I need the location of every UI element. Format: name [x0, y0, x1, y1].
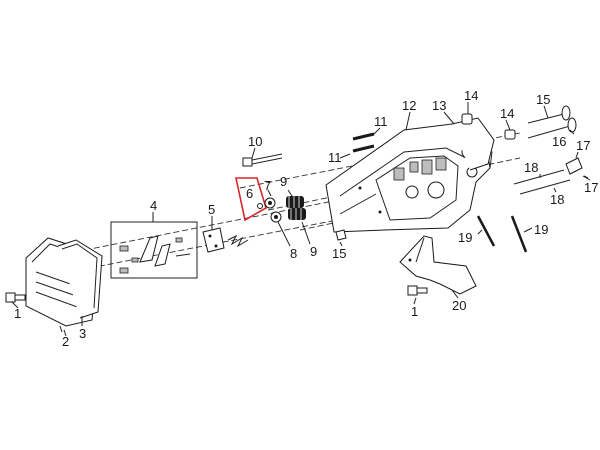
- bracket-part-20: [399, 235, 477, 295]
- callout-14-upper: 14: [464, 88, 478, 103]
- callout-11-upper: 11: [374, 114, 388, 129]
- callout-17-lower: 17: [584, 180, 598, 195]
- push-rod-part-18: [513, 169, 571, 195]
- lifter-part-17: [565, 157, 591, 181]
- stud-part-11-lower: [352, 144, 375, 153]
- callout-19-right: 19: [534, 222, 548, 237]
- nut-part-15: [335, 229, 347, 241]
- callout-8: 8: [290, 246, 297, 261]
- callout-4: 4: [150, 198, 157, 213]
- retainer-part-8: [270, 211, 282, 223]
- stud-part-19-right: [510, 215, 528, 253]
- callout-9-lower: 9: [310, 244, 317, 259]
- plate-part-5: [202, 227, 225, 253]
- callout-2: 2: [62, 334, 69, 349]
- callout-19-left: 19: [458, 230, 472, 245]
- bolt-part-1-left: [5, 292, 26, 303]
- zigzag-break-line: [227, 234, 249, 248]
- callout-labels: 1 1 2 3 4 5 6 7 8 9 9 10 11 11 12 13 14 …: [14, 88, 598, 349]
- callout-1-left: 1: [14, 306, 21, 321]
- callout-13: 13: [432, 98, 446, 113]
- bolt-part-1-right: [407, 285, 428, 296]
- callout-15-lower: 15: [332, 246, 346, 261]
- callout-18-upper: 18: [524, 160, 538, 175]
- callout-5: 5: [208, 202, 215, 217]
- small-cap-part-6: [257, 203, 263, 209]
- callout-12: 12: [402, 98, 416, 113]
- callout-11-lower: 11: [328, 150, 342, 165]
- callout-3: 3: [79, 326, 86, 341]
- callout-20: 20: [452, 298, 466, 313]
- stud-bolt-part-10: [242, 153, 283, 167]
- valve-spring-part-9-upper: [286, 196, 304, 208]
- gasket-part-3: [57, 239, 103, 319]
- callout-1-right: 1: [411, 304, 418, 319]
- callout-10: 10: [248, 134, 262, 149]
- stud-part-11-upper: [352, 132, 375, 141]
- highlight-box-part-6: [235, 177, 267, 222]
- callout-16: 16: [552, 134, 566, 149]
- rocker-box-part-4: [110, 221, 198, 279]
- callout-6: 6: [246, 186, 253, 201]
- callout-15-upper: 15: [536, 92, 550, 107]
- stud-part-19-left: [476, 215, 496, 247]
- valve-part-15-long: [527, 105, 571, 124]
- callout-17-upper: 17: [576, 138, 590, 153]
- retainer-part-7: [264, 197, 276, 209]
- dowel-part-14-lower: [504, 129, 516, 140]
- callout-7: 7: [264, 178, 271, 193]
- valve-spring-part-9-lower: [288, 208, 306, 220]
- leader-lines: [11, 102, 589, 337]
- dowel-part-14-upper: [461, 113, 473, 125]
- callout-18-lower: 18: [550, 192, 564, 207]
- callout-9-upper: 9: [280, 174, 287, 189]
- cylinder-head-part-12: [325, 123, 493, 233]
- callout-14-lower: 14: [500, 106, 514, 121]
